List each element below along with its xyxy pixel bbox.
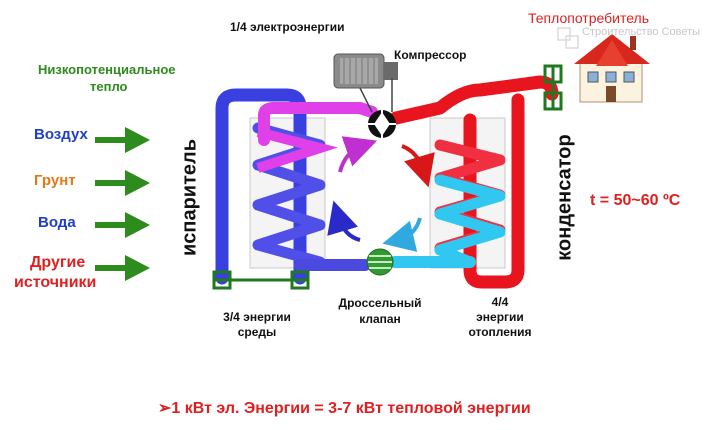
temperature-label: t = 50~60 ºC: [590, 192, 681, 209]
arrow-ground: [95, 170, 150, 196]
heating-energy-line3: отопления: [468, 325, 532, 339]
compressor-motor: [333, 53, 398, 113]
low-potential-heat-line1: Низкопотенциальное: [38, 62, 176, 77]
source-water: Вода: [38, 214, 76, 231]
source-other-line2: источники: [14, 274, 97, 291]
watermark-text: Строительство Советы: [582, 26, 701, 38]
source-other-line1: Другие: [30, 254, 86, 271]
env-energy-line2: среды: [237, 325, 277, 339]
throttle-line2: клапан: [359, 312, 401, 326]
compressor-symbol: [368, 110, 396, 138]
heating-energy-line2: энергии: [476, 310, 524, 324]
house-icon: [574, 34, 650, 103]
flow-arrow-up-left: [338, 136, 378, 173]
arrow-water: [95, 212, 150, 238]
watermark-logo: [557, 27, 579, 49]
heat-source-arrows: [95, 127, 150, 281]
flow-arrow-up-left-lower: [327, 200, 361, 242]
throttle-line1: Дроссельный: [338, 296, 422, 310]
condenser-tubing: [389, 75, 559, 289]
evaporator-tubing: [215, 88, 371, 285]
consumer-label: Теплопотребитель: [528, 10, 650, 26]
source-air: Воздух: [34, 126, 88, 143]
flow-arrow-down-right: [401, 144, 435, 188]
bottom-formula: ➢1 кВт эл. Энергии = 3-7 кВт тепловой эн…: [158, 400, 531, 417]
compressor-label: Компрессор: [394, 48, 467, 62]
suction-line: [258, 102, 378, 146]
heating-energy-line1: 4/4: [491, 295, 509, 309]
top-electricity-label: 1/4 электроэнергии: [230, 20, 345, 34]
arrow-other: [95, 255, 150, 281]
throttle-valve-symbol: [366, 248, 394, 276]
flow-arrow-down-left: [382, 217, 422, 252]
source-ground: Грунт: [34, 172, 76, 189]
env-energy-line1: 3/4 энергии: [223, 310, 291, 324]
evaporator-label: испаритель: [178, 138, 201, 257]
arrow-air: [95, 127, 150, 153]
evaporator-magenta-coil: [256, 127, 338, 173]
low-potential-heat-line2: тепло: [90, 79, 128, 94]
condenser-label: конденсатор: [553, 134, 576, 261]
